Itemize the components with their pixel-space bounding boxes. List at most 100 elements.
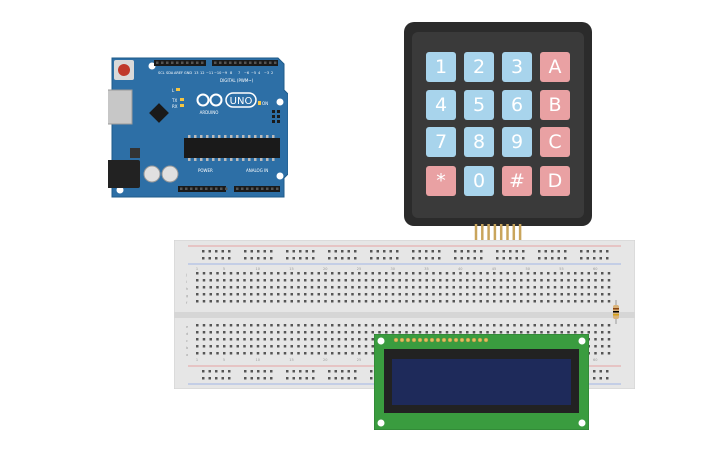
breadboard-hole[interactable] (371, 352, 375, 355)
breadboard-hole[interactable] (277, 331, 280, 334)
rail-hole[interactable] (599, 370, 603, 373)
rail-hole[interactable] (496, 250, 499, 253)
breadboard-hole[interactable] (270, 345, 273, 348)
breadboard-hole[interactable] (250, 286, 253, 289)
breadboard-hole[interactable] (385, 331, 388, 334)
breadboard-hole[interactable] (371, 300, 375, 303)
rail-hole[interactable] (425, 257, 428, 260)
breadboard-hole[interactable] (304, 272, 307, 275)
rail-hole[interactable] (383, 250, 386, 253)
rail-hole[interactable] (509, 250, 512, 253)
breadboard-hole[interactable] (486, 293, 489, 296)
lcd-pin[interactable] (483, 337, 489, 343)
breadboard-hole[interactable] (486, 331, 489, 334)
breadboard-hole[interactable] (432, 272, 435, 275)
breadboard-hole[interactable] (520, 293, 523, 296)
breadboard-hole[interactable] (236, 324, 240, 327)
breadboard-hole[interactable] (202, 286, 206, 289)
keypad-key-0[interactable]: 0 (464, 166, 494, 196)
lcd-pin[interactable] (447, 337, 453, 343)
breadboard-hole[interactable] (250, 324, 253, 327)
breadboard-hole[interactable] (567, 331, 570, 334)
breadboard-hole[interactable] (351, 338, 354, 341)
breadboard-hole[interactable] (385, 272, 388, 275)
breadboard-hole[interactable] (466, 300, 469, 303)
breadboard-hole[interactable] (439, 293, 442, 296)
rail-hole[interactable] (347, 377, 351, 380)
breadboard-hole[interactable] (567, 272, 570, 275)
breadboard-hole[interactable] (310, 279, 314, 282)
rail-hole[interactable] (496, 257, 499, 260)
breadboard-hole[interactable] (277, 293, 280, 296)
breadboard-hole[interactable] (283, 352, 287, 355)
header-pin[interactable] (195, 187, 198, 191)
rail-hole[interactable] (263, 257, 267, 260)
breadboard-hole[interactable] (601, 331, 604, 334)
breadboard-hole[interactable] (560, 286, 564, 289)
breadboard-hole[interactable] (601, 352, 604, 355)
breadboard-hole[interactable] (540, 331, 543, 334)
breadboard-hole[interactable] (553, 331, 557, 334)
breadboard-hole[interactable] (317, 293, 321, 296)
rail-hole[interactable] (312, 370, 315, 373)
breadboard-hole[interactable] (520, 279, 523, 282)
breadboard-hole[interactable] (290, 300, 294, 303)
rail-hole[interactable] (522, 250, 525, 253)
breadboard-hole[interactable] (216, 331, 219, 334)
breadboard-hole[interactable] (567, 324, 570, 327)
breadboard-hole[interactable] (398, 293, 402, 296)
breadboard-hole[interactable] (202, 293, 206, 296)
rail-hole[interactable] (502, 250, 506, 253)
breadboard-hole[interactable] (506, 300, 510, 303)
breadboard-hole[interactable] (304, 352, 307, 355)
header-pin[interactable] (236, 187, 239, 191)
breadboard-hole[interactable] (418, 324, 422, 327)
header-pin[interactable] (239, 61, 242, 65)
breadboard-hole[interactable] (472, 286, 476, 289)
breadboard-hole[interactable] (277, 279, 280, 282)
breadboard-hole[interactable] (493, 293, 496, 296)
breadboard-hole[interactable] (567, 300, 570, 303)
breadboard-hole[interactable] (364, 331, 368, 334)
breadboard-hole[interactable] (324, 293, 327, 296)
breadboard-hole[interactable] (317, 272, 321, 275)
breadboard-hole[interactable] (412, 293, 415, 296)
breadboard-hole[interactable] (250, 272, 253, 275)
header-pin[interactable] (190, 187, 193, 191)
breadboard-hole[interactable] (405, 331, 408, 334)
breadboard-hole[interactable] (256, 331, 260, 334)
breadboard-hole[interactable] (587, 300, 591, 303)
breadboard-hole[interactable] (466, 331, 469, 334)
header-pin[interactable] (201, 61, 204, 65)
header-pin[interactable] (266, 187, 269, 191)
breadboard-hole[interactable] (216, 293, 219, 296)
breadboard-hole[interactable] (513, 279, 516, 282)
breadboard-hole[interactable] (587, 293, 591, 296)
rail-hole[interactable] (438, 257, 441, 260)
breadboard-hole[interactable] (324, 338, 327, 341)
breadboard-hole[interactable] (364, 345, 368, 348)
rail-hole[interactable] (292, 370, 296, 373)
breadboard-hole[interactable] (324, 286, 327, 289)
breadboard-hole[interactable] (594, 300, 597, 303)
rail-hole[interactable] (286, 377, 289, 380)
breadboard-hole[interactable] (452, 331, 456, 334)
breadboard-hole[interactable] (574, 286, 577, 289)
breadboard-hole[interactable] (223, 345, 226, 348)
breadboard-hole[interactable] (310, 293, 314, 296)
rail-hole[interactable] (538, 257, 541, 260)
keypad-key-c[interactable]: C (540, 127, 570, 157)
breadboard-hole[interactable] (499, 331, 503, 334)
breadboard-hole[interactable] (560, 272, 564, 275)
breadboard-hole[interactable] (540, 293, 543, 296)
breadboard-hole[interactable] (283, 300, 287, 303)
rail-hole[interactable] (286, 370, 289, 373)
header-pin[interactable] (191, 61, 194, 65)
breadboard-hole[interactable] (229, 279, 233, 282)
breadboard-hole[interactable] (425, 293, 429, 296)
rail-hole[interactable] (244, 257, 247, 260)
breadboard-hole[interactable] (607, 272, 611, 275)
breadboard-hole[interactable] (391, 286, 395, 289)
breadboard-hole[interactable] (540, 300, 543, 303)
header-pin[interactable] (251, 187, 254, 191)
